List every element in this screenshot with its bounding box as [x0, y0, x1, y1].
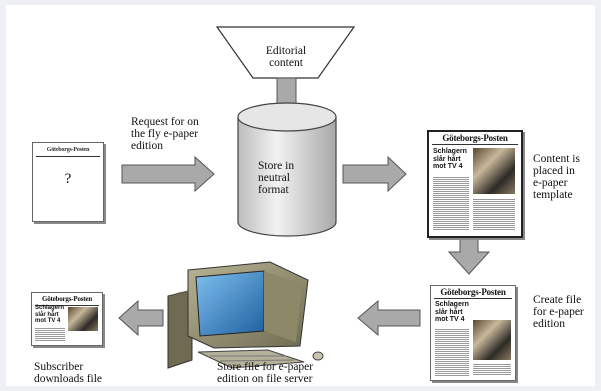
template-headline: Schlagern slår hårt mot TV 4 — [433, 148, 467, 170]
finished-headline: Schlagern slår hårt mot TV 4 — [435, 301, 469, 323]
subscriber-epaper-icon: Göteborgs-Posten Schlagern slår hårt mot… — [31, 292, 103, 346]
label-store: Store in neutral format — [258, 160, 295, 196]
subscriber-photo — [68, 307, 98, 331]
label-create: Create file for e-paper edition — [533, 294, 584, 330]
label-request: Request for on the fly e-paper edition — [131, 116, 199, 152]
finished-text-col — [435, 328, 469, 376]
template-masthead: Göteborgs-Posten — [442, 133, 508, 143]
label-server: Store file for e-paper edition on file s… — [217, 361, 314, 385]
finished-text-col — [473, 363, 511, 376]
label-editorial: Editorial content — [265, 45, 307, 69]
finished-masthead: Göteborgs-Posten — [440, 287, 506, 297]
template-epaper-icon: Göteborgs-Posten Schlagern slår hårt mot… — [427, 130, 523, 238]
label-subscriber: Subscriber downloads file — [34, 361, 103, 385]
label-placed: Content is placed in e-paper template — [533, 153, 580, 201]
subscriber-headline: Schlagern slår hårt mot TV 4 — [35, 305, 65, 324]
finished-rule — [434, 298, 512, 299]
template-text-col — [433, 176, 469, 230]
arrow-create-to-server — [357, 299, 421, 337]
template-rule — [432, 144, 518, 145]
computer-icon — [167, 261, 324, 369]
arrow-store-to-template — [342, 155, 407, 193]
editorial-funnel — [215, 26, 356, 79]
subscriber-rule — [35, 305, 99, 306]
arrow-server-to-subscriber — [118, 299, 164, 337]
arrow-template-to-create — [447, 232, 491, 275]
blank-epaper-rule — [36, 156, 100, 157]
template-text-col — [473, 198, 515, 230]
blank-epaper-question: ? — [64, 171, 72, 187]
blank-epaper-masthead: Göteborgs-Posten — [46, 147, 90, 153]
blank-epaper-icon: Göteborgs-Posten ? — [32, 142, 104, 222]
arrow-request-to-store — [121, 155, 215, 193]
subscriber-masthead: Göteborgs-Posten — [41, 295, 93, 303]
finished-photo — [473, 320, 511, 360]
finished-epaper-icon: Göteborgs-Posten Schlagern slår hårt mot… — [430, 285, 516, 381]
template-photo — [473, 148, 515, 194]
database-cylinder — [237, 102, 337, 237]
subscriber-text-col — [35, 327, 65, 341]
